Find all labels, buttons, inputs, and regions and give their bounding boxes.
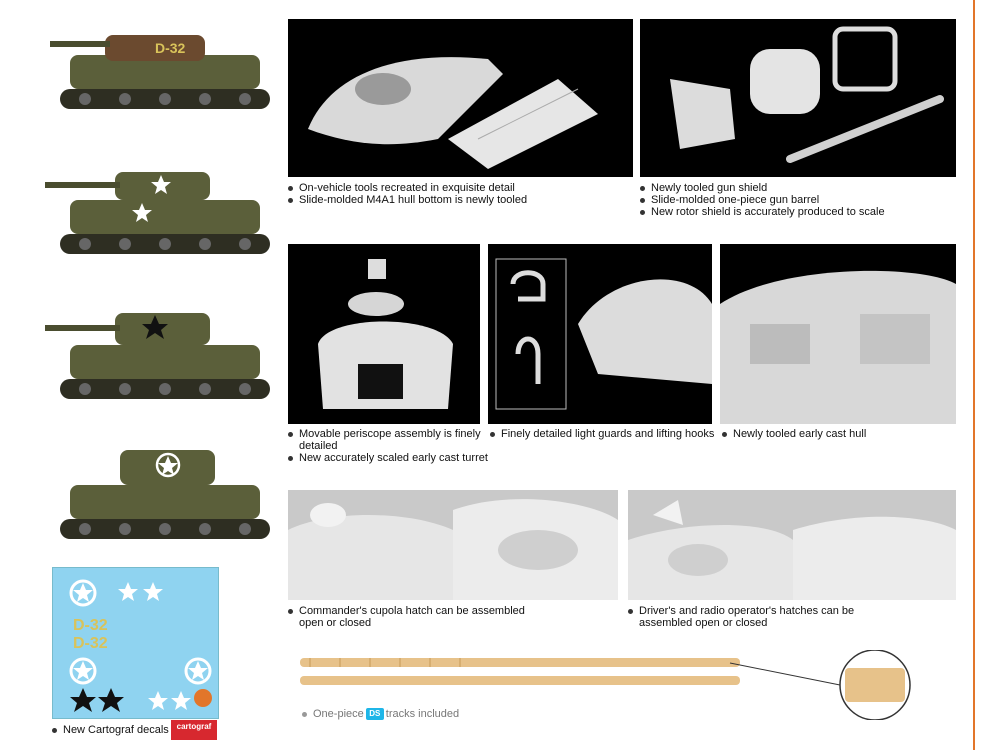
black-star-icon: [142, 315, 168, 339]
decals-caption: New Cartograf decals: [52, 724, 169, 736]
caption-hull: Newly tooled early cast hull: [722, 428, 866, 440]
edge-accent-line: [973, 0, 975, 750]
caption-line: Movable periscope assembly is finely det…: [299, 428, 481, 452]
tank-profile-1: D-32: [50, 35, 270, 109]
caption-line: Slide-molded M4A1 hull bottom is newly t…: [299, 194, 528, 206]
photo-hatches: [628, 490, 956, 600]
tank-profile-2: [45, 172, 270, 254]
tank-profile-4: [60, 450, 270, 539]
caption-cupola: Commander's cupola hatch can be assemble…: [288, 605, 548, 629]
ds-logo: DS: [365, 708, 384, 720]
photo-hull-parts: [288, 19, 633, 177]
caption-tools: On-vehicle tools recreated in exquisite …: [288, 182, 527, 206]
caption-line: Driver's and radio operator's hatches ca…: [639, 605, 855, 629]
tank-profile-3: [45, 313, 270, 399]
decal-sheet: D-32 D-32: [52, 567, 219, 719]
decal-marking-1: D-32: [73, 617, 108, 634]
decal-marking-2: D-32: [73, 635, 108, 652]
cartograf-logo: cartograf: [171, 720, 217, 740]
circled-star-icon: [155, 452, 181, 478]
white-star-icon: [151, 175, 171, 194]
caption-line: Slide-molded one-piece gun barrel: [651, 194, 820, 206]
caption-hatches: Driver's and radio operator's hatches ca…: [628, 605, 858, 629]
caption-line: On-vehicle tools recreated in exquisite …: [299, 182, 515, 194]
photo-turret: [288, 244, 480, 424]
decals-label: New Cartograf decals: [63, 724, 169, 736]
photo-cupola: [288, 490, 618, 600]
photo-light-guards: [488, 244, 712, 424]
tracks-label-before: One-piece: [313, 708, 364, 720]
photo-cast-hull: [720, 244, 956, 424]
caption-guards: Finely detailed light guards and lifting…: [490, 428, 714, 440]
caption-periscope: Movable periscope assembly is finely det…: [288, 428, 488, 464]
turret-marking: D-32: [155, 40, 186, 56]
caption-line: Newly tooled gun shield: [651, 182, 768, 194]
tracks-label-after: tracks included: [385, 708, 460, 720]
tracks-caption: One-piece DS tracks included: [302, 708, 459, 720]
caption-line: Newly tooled early cast hull: [733, 428, 867, 440]
caption-line: New accurately scaled early cast turret: [299, 452, 488, 464]
caption-line: Commander's cupola hatch can be assemble…: [299, 605, 525, 629]
caption-line: New rotor shield is accurately produced …: [651, 206, 885, 218]
caption-gun: Newly tooled gun shield Slide-molded one…: [640, 182, 885, 218]
photo-gun-parts: [640, 19, 956, 177]
tracks-illustration: [300, 650, 911, 720]
caption-line: Finely detailed light guards and lifting…: [501, 428, 715, 440]
